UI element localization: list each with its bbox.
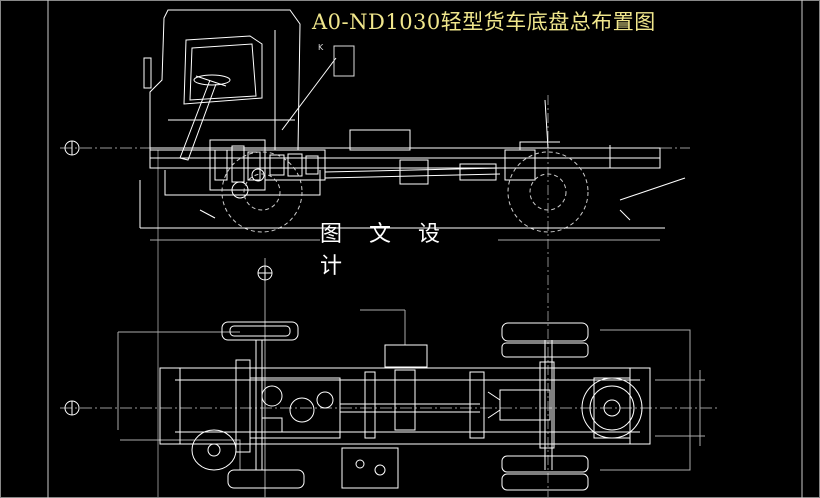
drawing-title: A0-ND1030轻型货车底盘总布置图 [312, 10, 656, 34]
steering-column [179, 75, 227, 161]
front-wheel-top-left [221, 321, 299, 341]
reference-symbol-bottom [64, 400, 80, 416]
spare-wheel [581, 377, 643, 439]
engine-top [249, 377, 341, 439]
fuel-tank [341, 447, 399, 489]
rear-axle [487, 340, 553, 470]
watermark-label: 图 文 设 计 [320, 222, 498, 279]
gearbox [264, 149, 326, 181]
front-wheel-top-right [227, 469, 305, 489]
front-wheel-side [221, 151, 303, 233]
chassis-frame-top [159, 367, 651, 445]
top-view-dim-frame [117, 329, 691, 471]
steering-wheel-top [191, 429, 237, 471]
cab-window [183, 35, 263, 105]
callout-label: K [318, 43, 324, 52]
cab-outline [149, 9, 301, 151]
side-mirror [143, 57, 152, 89]
engine-block [209, 139, 266, 199]
drive-shaft [324, 167, 501, 173]
rear-wheel-side [507, 151, 589, 233]
reference-symbol-center [257, 265, 273, 281]
reference-symbol-top [64, 140, 80, 156]
